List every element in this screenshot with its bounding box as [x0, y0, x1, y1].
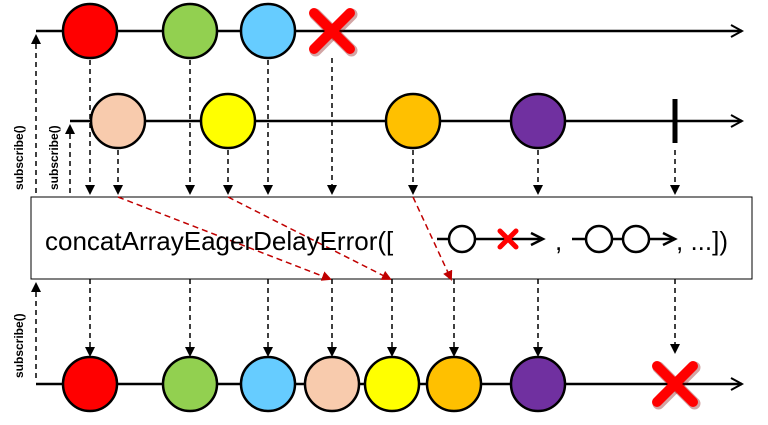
mini-error-icon [497, 228, 519, 250]
mini-source2-arrowhead [662, 231, 678, 247]
source2-marble-orange [384, 92, 442, 150]
output-marble-orange [425, 355, 483, 413]
source2-marbles [89, 92, 678, 150]
source1-marble-cyan [239, 2, 297, 60]
delay-arrows [117, 196, 453, 281]
mini-source1-marble [447, 224, 477, 254]
operator-suffix: , ...]) [676, 226, 728, 256]
mini-source2-marble-1 [584, 224, 614, 254]
output-error-icon [652, 361, 701, 410]
source1-marble-red [61, 2, 119, 60]
delay-arrow-peach [117, 196, 332, 281]
delay-arrow-orange [412, 196, 453, 281]
source-to-operator-arrows [85, 58, 680, 195]
mini-source1-arrowhead [530, 231, 546, 247]
source1-error-icon [309, 8, 358, 57]
subscribe-label-3: subscribe() [12, 313, 26, 378]
mini-source1-icon [437, 224, 546, 254]
output-marble-red [61, 355, 119, 413]
delay-arrow-yellow [227, 196, 392, 280]
output-marble-purple [509, 355, 567, 413]
mini-source2-icon [572, 224, 678, 254]
source2-marble-purple [509, 92, 567, 150]
source1-marble-green [161, 2, 219, 60]
operator-separator: , [555, 226, 562, 256]
output-marbles [61, 355, 701, 413]
source2-marble-peach [89, 92, 147, 150]
output-marble-peach [303, 355, 361, 413]
output-marble-green [161, 355, 219, 413]
operator-name: concatArrayEagerDelayError([ [45, 226, 394, 256]
subscribe-label-1: subscribe() [12, 125, 26, 190]
mini-source2-marble-2 [621, 224, 651, 254]
output-marble-cyan [239, 355, 297, 413]
output-marble-yellow [363, 355, 421, 413]
subscribe-label-2: subscribe() [47, 125, 61, 190]
source1-marbles [61, 2, 358, 60]
source2-marble-yellow [199, 92, 257, 150]
operator-to-output-arrows [85, 279, 680, 357]
